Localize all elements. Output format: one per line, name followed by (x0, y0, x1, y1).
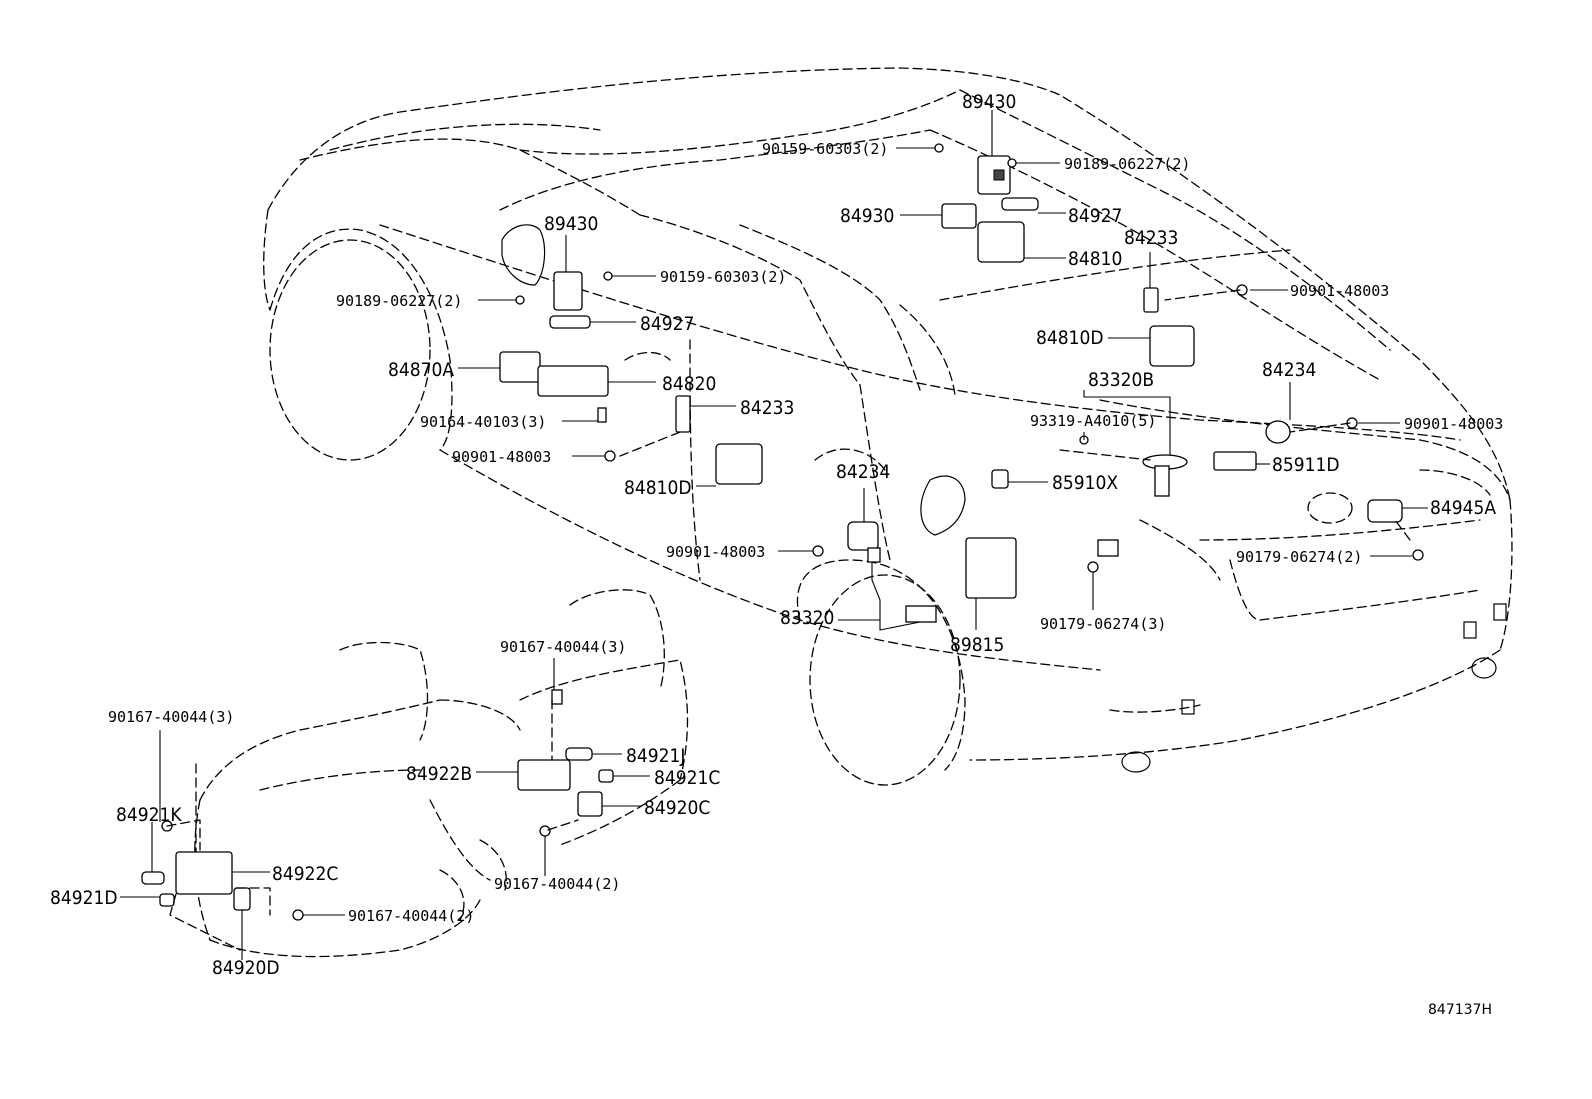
label-85910X: 85910X (1052, 472, 1118, 494)
assembly-lines (166, 289, 1411, 951)
leader-lines (120, 110, 1428, 960)
label-90164: 90164-40103(3) (420, 413, 546, 431)
label-90189-front: 90189-06227(2) (336, 292, 462, 310)
label-84921J: 84921J (626, 745, 685, 767)
reference-code: 847137H (1428, 1002, 1492, 1018)
label-84810D-rear: 84810D (1036, 327, 1104, 349)
label-84810: 84810 (1068, 248, 1122, 270)
label-83320B: 83320B (1088, 369, 1154, 391)
label-90159-rear: 90159-60303(2) (762, 140, 888, 158)
label-84945A: 84945A (1430, 497, 1496, 519)
label-84234-mid: 84234 (836, 461, 890, 483)
label-90189-rear: 90189-06227(2) (1064, 155, 1190, 173)
label-90901-rear: 90901-48003 (1290, 282, 1389, 300)
label-84927-rear: 84927 (1068, 205, 1122, 227)
label-84922B: 84922B (406, 763, 472, 785)
label-84927-front: 84927 (640, 313, 694, 335)
label-90179-3: 90179-06274(3) (1040, 615, 1166, 633)
label-90167-low: 90167-40044(2) (348, 907, 474, 925)
label-89815: 89815 (950, 634, 1004, 656)
label-84810D-front: 84810D (624, 477, 692, 499)
label-84870A: 84870A (388, 359, 454, 381)
label-90179-2: 90179-06274(2) (1236, 548, 1362, 566)
label-84921C: 84921C (654, 767, 720, 789)
label-84920C: 84920C (644, 797, 710, 819)
label-90159-front: 90159-60303(2) (660, 268, 786, 286)
part-labels: 89430 90159-60303(2) 90189-06227(2) 8493… (50, 91, 1503, 1018)
label-93319: 93319-A4010(5) (1030, 412, 1156, 430)
label-90167-left: 90167-40044(3) (108, 708, 234, 726)
label-84922C: 84922C (272, 863, 338, 885)
parts (141, 143, 1424, 921)
label-84233-rear: 84233 (1124, 227, 1178, 249)
label-84921D: 84921D (50, 887, 118, 909)
label-90167-top: 90167-40044(3) (500, 638, 626, 656)
label-84234-rear: 84234 (1262, 359, 1316, 381)
label-83320: 83320 (780, 607, 834, 629)
label-90167-mid: 90167-40044(2) (494, 875, 620, 893)
label-84820: 84820 (662, 373, 716, 395)
front-seats-outline (194, 589, 689, 958)
label-89430-front: 89430 (544, 213, 598, 235)
label-84921K: 84921K (116, 804, 182, 826)
car-body-outline (263, 67, 1513, 786)
label-84930: 84930 (840, 205, 894, 227)
label-85911D: 85911D (1272, 454, 1340, 476)
label-84233-front: 84233 (740, 397, 794, 419)
label-89430-rear: 89430 (962, 91, 1016, 113)
label-90901-front: 90901-48003 (452, 448, 551, 466)
label-90901-right: 90901-48003 (1404, 415, 1503, 433)
label-90901-mid: 90901-48003 (666, 543, 765, 561)
label-84920D: 84920D (212, 957, 280, 979)
